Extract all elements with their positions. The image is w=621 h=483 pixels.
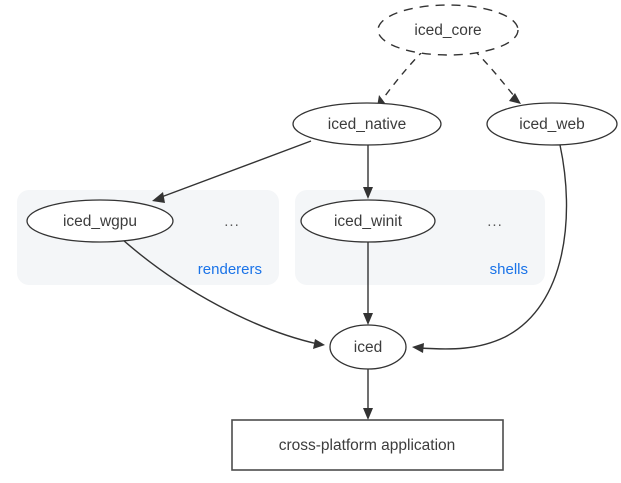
edge-iced-to-app — [363, 369, 373, 420]
node-iced-core[interactable]: iced_core — [377, 4, 519, 56]
edge-iced-web-to-iced — [412, 144, 568, 353]
node-iced-wgpu-shape[interactable] — [26, 199, 174, 243]
node-iced[interactable]: iced — [329, 324, 407, 370]
node-iced-shape[interactable] — [329, 324, 407, 370]
arrow-head-icon — [509, 93, 521, 104]
node-iced-core-shape[interactable] — [377, 4, 519, 56]
node-iced-web[interactable]: iced_web — [486, 102, 618, 146]
arrow-head-icon — [363, 408, 373, 420]
cluster-shells-label: shells — [490, 261, 528, 278]
node-iced-winit[interactable]: iced_winit — [300, 199, 436, 243]
edge-iced-wgpu-to-iced — [122, 239, 325, 349]
arrow-head-icon — [152, 192, 165, 203]
cluster-renderers-ellipsis: ... — [224, 213, 240, 230]
edge-iced-core-to-iced-native — [377, 49, 425, 107]
edge-iced-core-to-iced-web — [473, 49, 521, 104]
node-iced-native-shape[interactable] — [292, 102, 442, 146]
node-app-box[interactable] — [231, 419, 504, 471]
node-iced-wgpu[interactable]: iced_wgpu — [26, 199, 174, 243]
edge-iced-native-to-iced-winit — [363, 145, 373, 199]
node-iced-winit-shape[interactable] — [300, 199, 436, 243]
arrow-head-icon — [313, 339, 325, 349]
arrow-head-icon — [363, 187, 373, 199]
cluster-renderers-label: renderers — [198, 261, 262, 278]
node-iced-web-shape[interactable] — [486, 102, 618, 146]
node-iced-native[interactable]: iced_native — [292, 102, 442, 146]
arrow-head-icon — [363, 313, 373, 325]
edge-iced-winit-to-iced — [363, 242, 373, 325]
edge-iced-native-to-iced-wgpu — [152, 140, 312, 203]
node-cross-platform-application[interactable]: cross-platform application — [231, 419, 504, 471]
arrow-head-icon — [412, 343, 424, 353]
cluster-shells-ellipsis: ... — [487, 213, 503, 230]
